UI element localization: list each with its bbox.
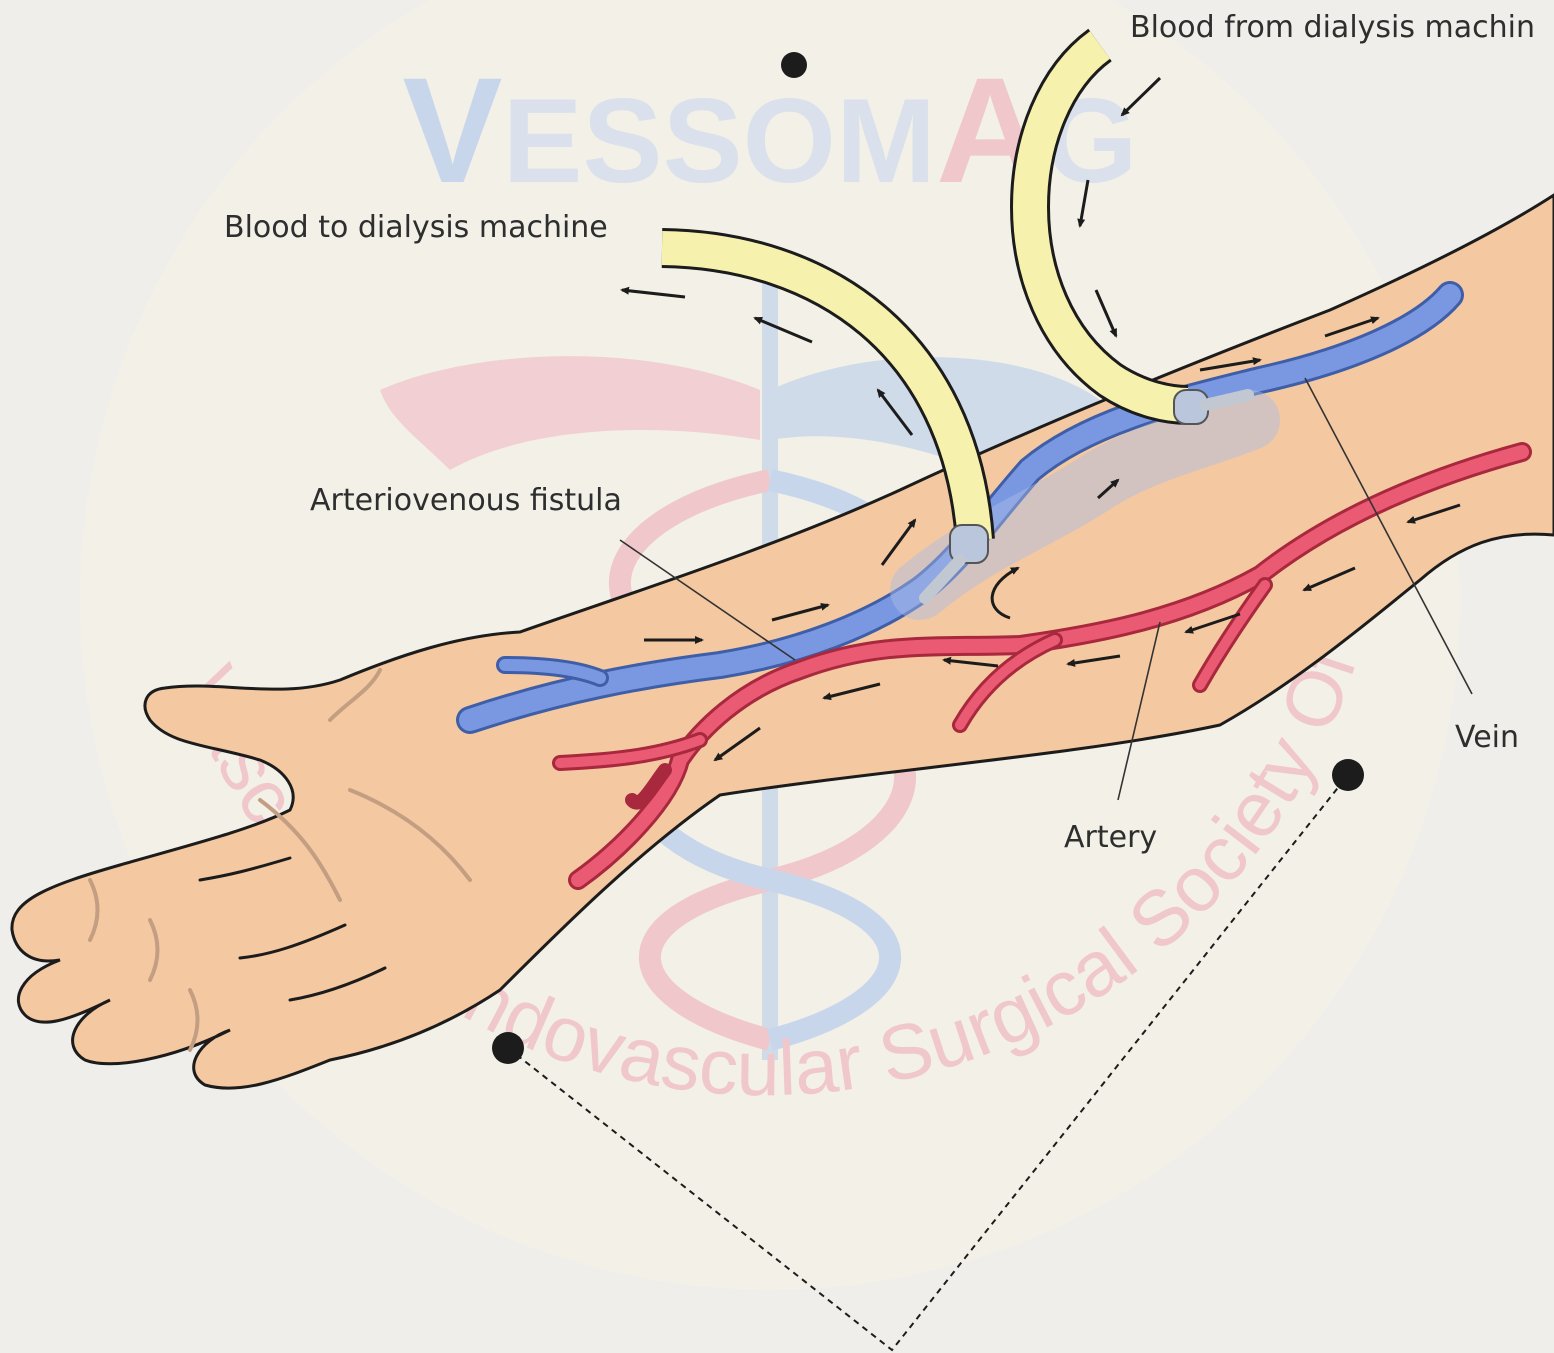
marker-dot [492, 1032, 524, 1064]
label-artery: Artery [1064, 820, 1157, 855]
label-vein: Vein [1455, 720, 1519, 755]
label-blood-to-machine: Blood to dialysis machine [224, 210, 608, 245]
marker-dot [1332, 759, 1364, 791]
label-fistula: Arteriovenous fistula [310, 483, 622, 518]
marker-dot [781, 52, 807, 78]
label-blood-from-machine: Blood from dialysis machin [1130, 10, 1535, 45]
